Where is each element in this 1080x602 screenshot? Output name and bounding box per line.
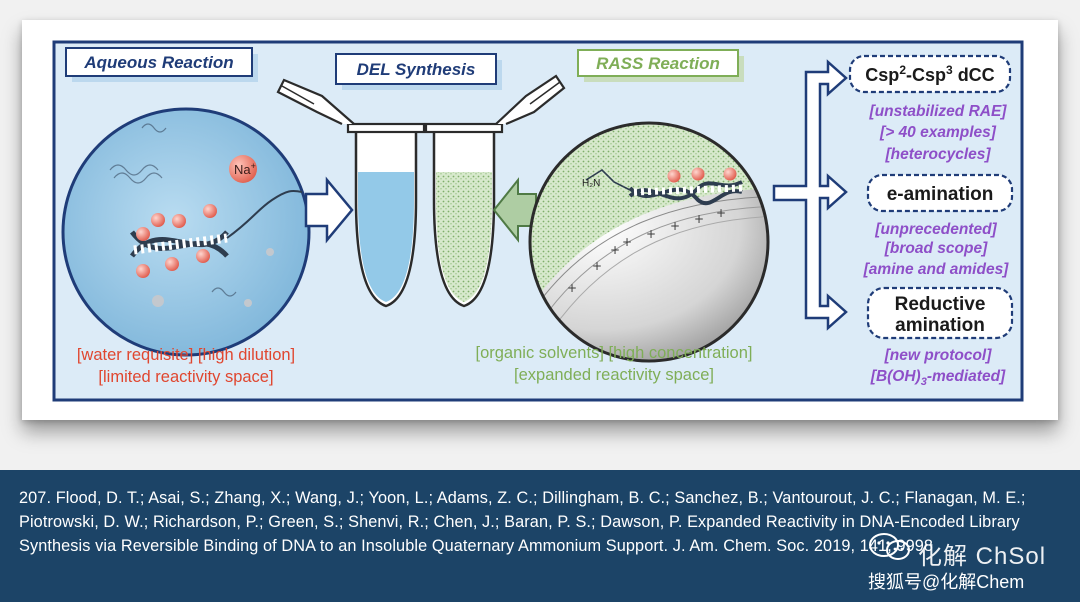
rass-reaction-circle: +++ ++ ++ + H₂N (528, 121, 770, 363)
citation-text: 207. Flood, D. T.; Asai, S.; Zhang, X.; … (19, 489, 1026, 555)
svg-text:e-amination: e-amination (887, 184, 994, 205)
rass-reaction-title-box: RASS Reaction (577, 49, 744, 82)
eamination-detail-2: [broad scope] (884, 240, 988, 257)
dcc-detail-1: [unstabilized RAE] (869, 103, 1008, 120)
svg-text:Csp2-Csp3 dCC: Csp2-Csp3 dCC (865, 63, 994, 85)
svg-text:Reductive: Reductive (895, 294, 986, 315)
wechat-icon (869, 533, 910, 560)
branch-arrow (772, 59, 848, 331)
dcc-reaction-box: Csp2-Csp3 dCC (848, 54, 1012, 94)
aqueous-dna-duplex (130, 190, 303, 258)
svg-text:DEL Synthesis: DEL Synthesis (357, 60, 476, 79)
aqueous-note-line-2: [limited reactivity space] (98, 368, 273, 386)
aqueous-to-tube-arrow (304, 176, 354, 244)
svg-text:+: + (670, 219, 680, 233)
svg-text:+: + (694, 212, 704, 226)
eamination-detail-3: [amine and amides] (863, 261, 1010, 278)
svg-text:+: + (592, 259, 602, 273)
reductive-detail-1: [new protocol] (884, 347, 993, 364)
svg-text:+: + (646, 227, 656, 241)
dcc-detail-2: [> 40 examples] (879, 124, 997, 141)
sodium-ion: Na+ (229, 155, 257, 183)
rass-note-line-2: [expanded reactivity space] (514, 366, 714, 384)
svg-text:+: + (622, 235, 632, 249)
watermark-sohu: 搜狐号@化解Chem (868, 572, 1025, 592)
svg-text:amination: amination (895, 315, 985, 336)
del-synthesis-title-box: DEL Synthesis (335, 53, 502, 90)
svg-text:Aqueous Reaction: Aqueous Reaction (83, 53, 233, 72)
scheme-card: Na+ (22, 20, 1058, 420)
svg-text:+: + (716, 206, 726, 220)
citation-footer: 207. Flood, D. T.; Asai, S.; Zhang, X.; … (0, 470, 1080, 602)
dcc-detail-3: [heterocycles] (884, 146, 991, 163)
aqueous-phosphate-beads (136, 204, 217, 278)
rass-tube (424, 74, 566, 308)
watermark-account-name: 化解 ChSol (918, 543, 1047, 570)
aqueous-reaction-title-box: Aqueous Reaction (65, 47, 258, 82)
del-synthesis-scheme: Na+ (52, 40, 1024, 402)
aqueous-tube (276, 78, 426, 308)
svg-text:Na+: Na+ (234, 161, 256, 177)
svg-text:+: + (610, 243, 620, 257)
svg-text:RASS Reaction: RASS Reaction (596, 54, 720, 73)
e-amination-box: e-amination (866, 173, 1014, 213)
eamination-detail-1: [unprecedented] (874, 221, 997, 238)
svg-text:+: + (567, 281, 577, 295)
reductive-detail-2: [B(OH)3-mediated] (870, 368, 1006, 388)
aqueous-note-line-1: [water requisite] [high dilution] (77, 346, 295, 364)
reductive-amination-box: Reductive amination (866, 286, 1014, 340)
aqueous-reaction-circle (61, 107, 311, 357)
rass-note-line-1: [organic solvents] [high concentration] (476, 344, 753, 362)
svg-text:H₂N: H₂N (582, 178, 600, 189)
